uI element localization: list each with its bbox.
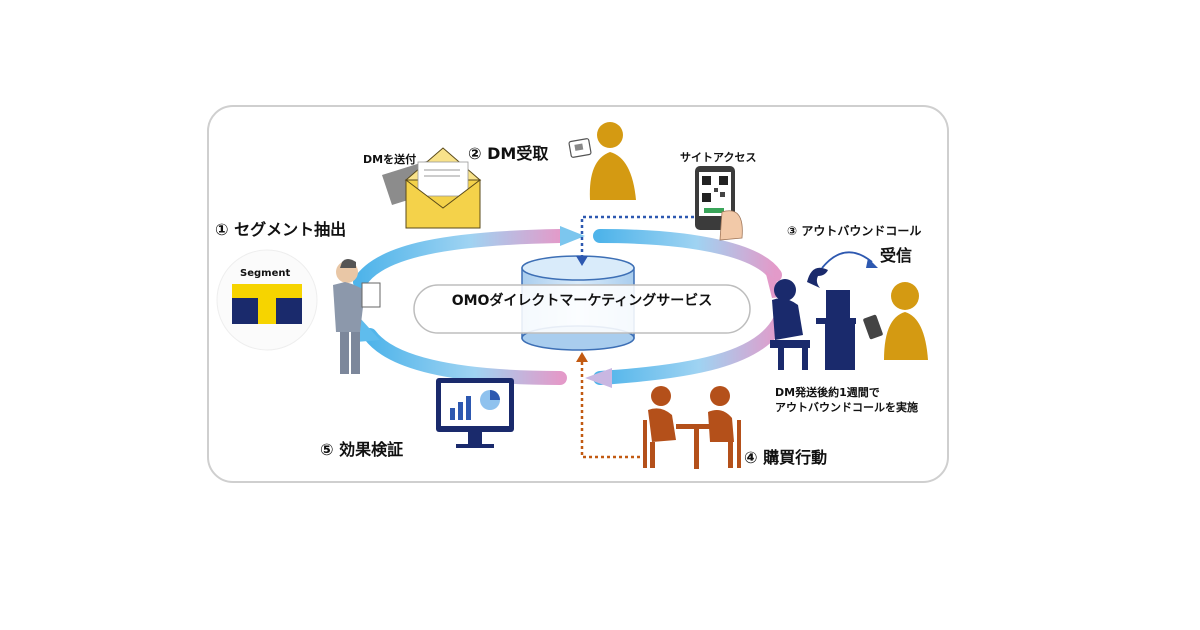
call-agent-icon <box>770 279 856 370</box>
step-2-label: ② DM受取 <box>468 144 549 163</box>
qr-phone-icon <box>695 166 743 241</box>
call-note-line-1: DM発送後約1週間で <box>775 386 880 399</box>
service-pill <box>413 284 751 334</box>
segment-label: Segment <box>240 268 291 279</box>
call-receiver-icon <box>863 282 928 360</box>
dm-send-label: DMを送付 <box>363 153 417 166</box>
site-access-connector <box>576 215 700 266</box>
call-note-line-2: アウトバウンドコールを実施 <box>775 401 918 414</box>
flow-ring <box>353 226 790 388</box>
step-1-label: ① セグメント抽出 <box>215 220 347 239</box>
phone-call-icon <box>807 251 878 288</box>
step-5-label: ⑤ 効果検証 <box>320 440 404 459</box>
service-title: OMOダイレクトマーケティングサービス <box>451 293 713 309</box>
dm-reader-person-icon <box>568 122 636 200</box>
shoppers-at-table-icon <box>643 386 741 469</box>
analytics-monitor-icon <box>436 378 514 448</box>
step-3-label: ③ アウトバウンドコール <box>787 224 922 238</box>
step-3-sub-label: 受信 <box>880 246 913 265</box>
segment-card-icon <box>216 249 318 351</box>
businessman-icon <box>333 259 381 374</box>
site-access-label: サイトアクセス <box>680 151 757 164</box>
envelope-icon <box>382 147 482 229</box>
step-4-label: ④ 購買行動 <box>744 448 828 467</box>
purchase-connector <box>576 352 640 459</box>
